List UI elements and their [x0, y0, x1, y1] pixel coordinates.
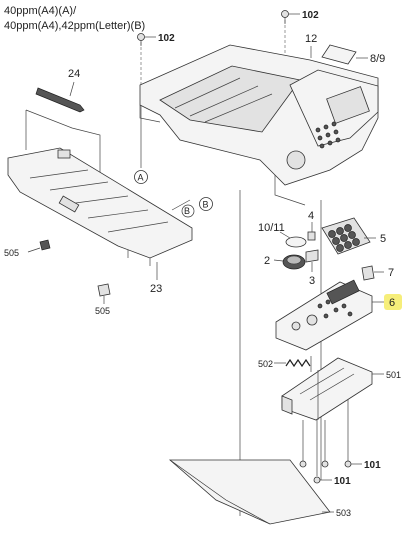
- control-pcb: [275, 279, 373, 351]
- hinge-guide-lines: [25, 109, 101, 180]
- label-panel-sheet: 8/9: [370, 53, 385, 65]
- lcd-cover: [285, 236, 307, 248]
- label-dial: 2: [264, 255, 270, 267]
- label-sheet: 503: [336, 508, 351, 518]
- ref-circle-b-small: [181, 204, 195, 218]
- top-cover: [139, 44, 379, 206]
- key-post: [307, 231, 316, 241]
- tray: [7, 147, 193, 266]
- screw-left-icon: [137, 33, 145, 46]
- label-screw-bottom: 101: [334, 476, 351, 487]
- label-ref-b: B: [184, 206, 190, 216]
- bottom-sheet: [168, 459, 331, 525]
- leader-b-to-circle: [171, 199, 191, 211]
- label-control-pcb: 6: [389, 297, 395, 309]
- leader-505-left: [27, 247, 41, 253]
- bracket: [361, 265, 375, 281]
- label-dial-holder: 3: [309, 275, 315, 287]
- keypad: [321, 217, 371, 255]
- label-keypad: 5: [380, 233, 386, 245]
- clip-bottom-icon: [97, 283, 111, 297]
- diagram-header: 40ppm(A4)(A)/ 40ppm(A4),42ppm(Letter)(B): [4, 4, 145, 34]
- label-hinge-part: 24: [68, 68, 80, 80]
- label-screw-left: 102: [158, 33, 175, 44]
- spring: [285, 356, 312, 372]
- dial: [282, 254, 306, 270]
- panel-sheet: [321, 44, 357, 65]
- hinge-part: [35, 87, 85, 113]
- label-screw-top: 102: [302, 10, 319, 21]
- header-line-2: 40ppm(A4),42ppm(Letter)(B): [4, 20, 146, 32]
- highlight-6: [384, 294, 402, 310]
- screw-101-center-icons: [299, 460, 352, 484]
- label-ref-a: A: [138, 173, 144, 183]
- label-clip-bottom: 505: [95, 306, 110, 316]
- label-key-post: 4: [308, 210, 314, 222]
- label-lcd-cover: 10/11: [258, 222, 285, 234]
- control-buttons-grid: [315, 121, 341, 149]
- leader-10-11: [279, 231, 291, 239]
- base-frame: [281, 357, 373, 421]
- label-bracket: 7: [388, 267, 394, 279]
- label-clip-left: 505: [4, 248, 19, 258]
- label-screw-br: 101: [364, 460, 381, 471]
- label-spring: 502: [258, 359, 273, 369]
- clip-left-icon: [39, 239, 51, 251]
- leader-24: [69, 81, 75, 97]
- label-top-cover-ref: 12: [305, 33, 317, 45]
- label-tray: 23: [150, 283, 162, 295]
- dial-holder: [305, 249, 319, 263]
- ref-circle-a: [134, 170, 148, 184]
- screw-top-icon: [281, 10, 289, 24]
- leader-2: [273, 259, 284, 262]
- ref-circle-b: [199, 197, 213, 211]
- label-ref-b-circle: B: [203, 200, 209, 210]
- header-line-1: 40ppm(A4)(A)/: [4, 5, 77, 17]
- label-base-frame: 501: [386, 370, 401, 380]
